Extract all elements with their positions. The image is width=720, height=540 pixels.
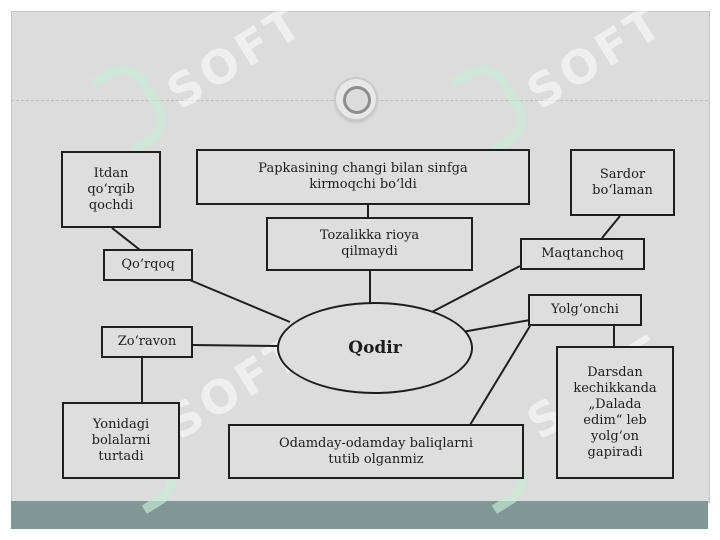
connector-yolgonchi-center (461, 319, 531, 333)
connector-sardor-maqtanchoq (601, 215, 621, 239)
node-sardor: Sardor bo‘laman (570, 149, 675, 216)
node-tozalik: Tozalikka rioya qilmaydi (266, 217, 473, 271)
node-papka: Papkasining changi bilan sinfga kirmoqch… (196, 149, 530, 205)
connector-qorqoq-center (184, 277, 291, 323)
node-maqtanchoq: Maqtanchoq (520, 238, 645, 270)
center-node: Qodir (277, 302, 473, 394)
slide-ring-icon (336, 79, 376, 119)
connector-zoravon-center (191, 344, 279, 347)
node-zoravon: Zo‘ravon (101, 326, 193, 358)
node-yolgonchi: Yolg‘onchi (528, 294, 642, 326)
node-yonidagi: Yonidagi bolalarni turtadi (62, 402, 180, 479)
node-darsdan: Darsdan kechikkanda „Dalada edim“ leb yo… (556, 346, 674, 479)
connector-itdan-qorqoq (111, 227, 141, 251)
connector-yolgonchi-odamday (469, 325, 531, 426)
node-odamday: Odamday-odamday baliqlarni tutib olganmi… (228, 424, 524, 479)
node-itdan: Itdan qo‘rqib qochdi (61, 151, 161, 228)
connector-maqtanchoq-center (431, 265, 521, 313)
footer-bar (11, 501, 708, 529)
node-qorqoq: Qo‘rqoq (103, 249, 193, 281)
